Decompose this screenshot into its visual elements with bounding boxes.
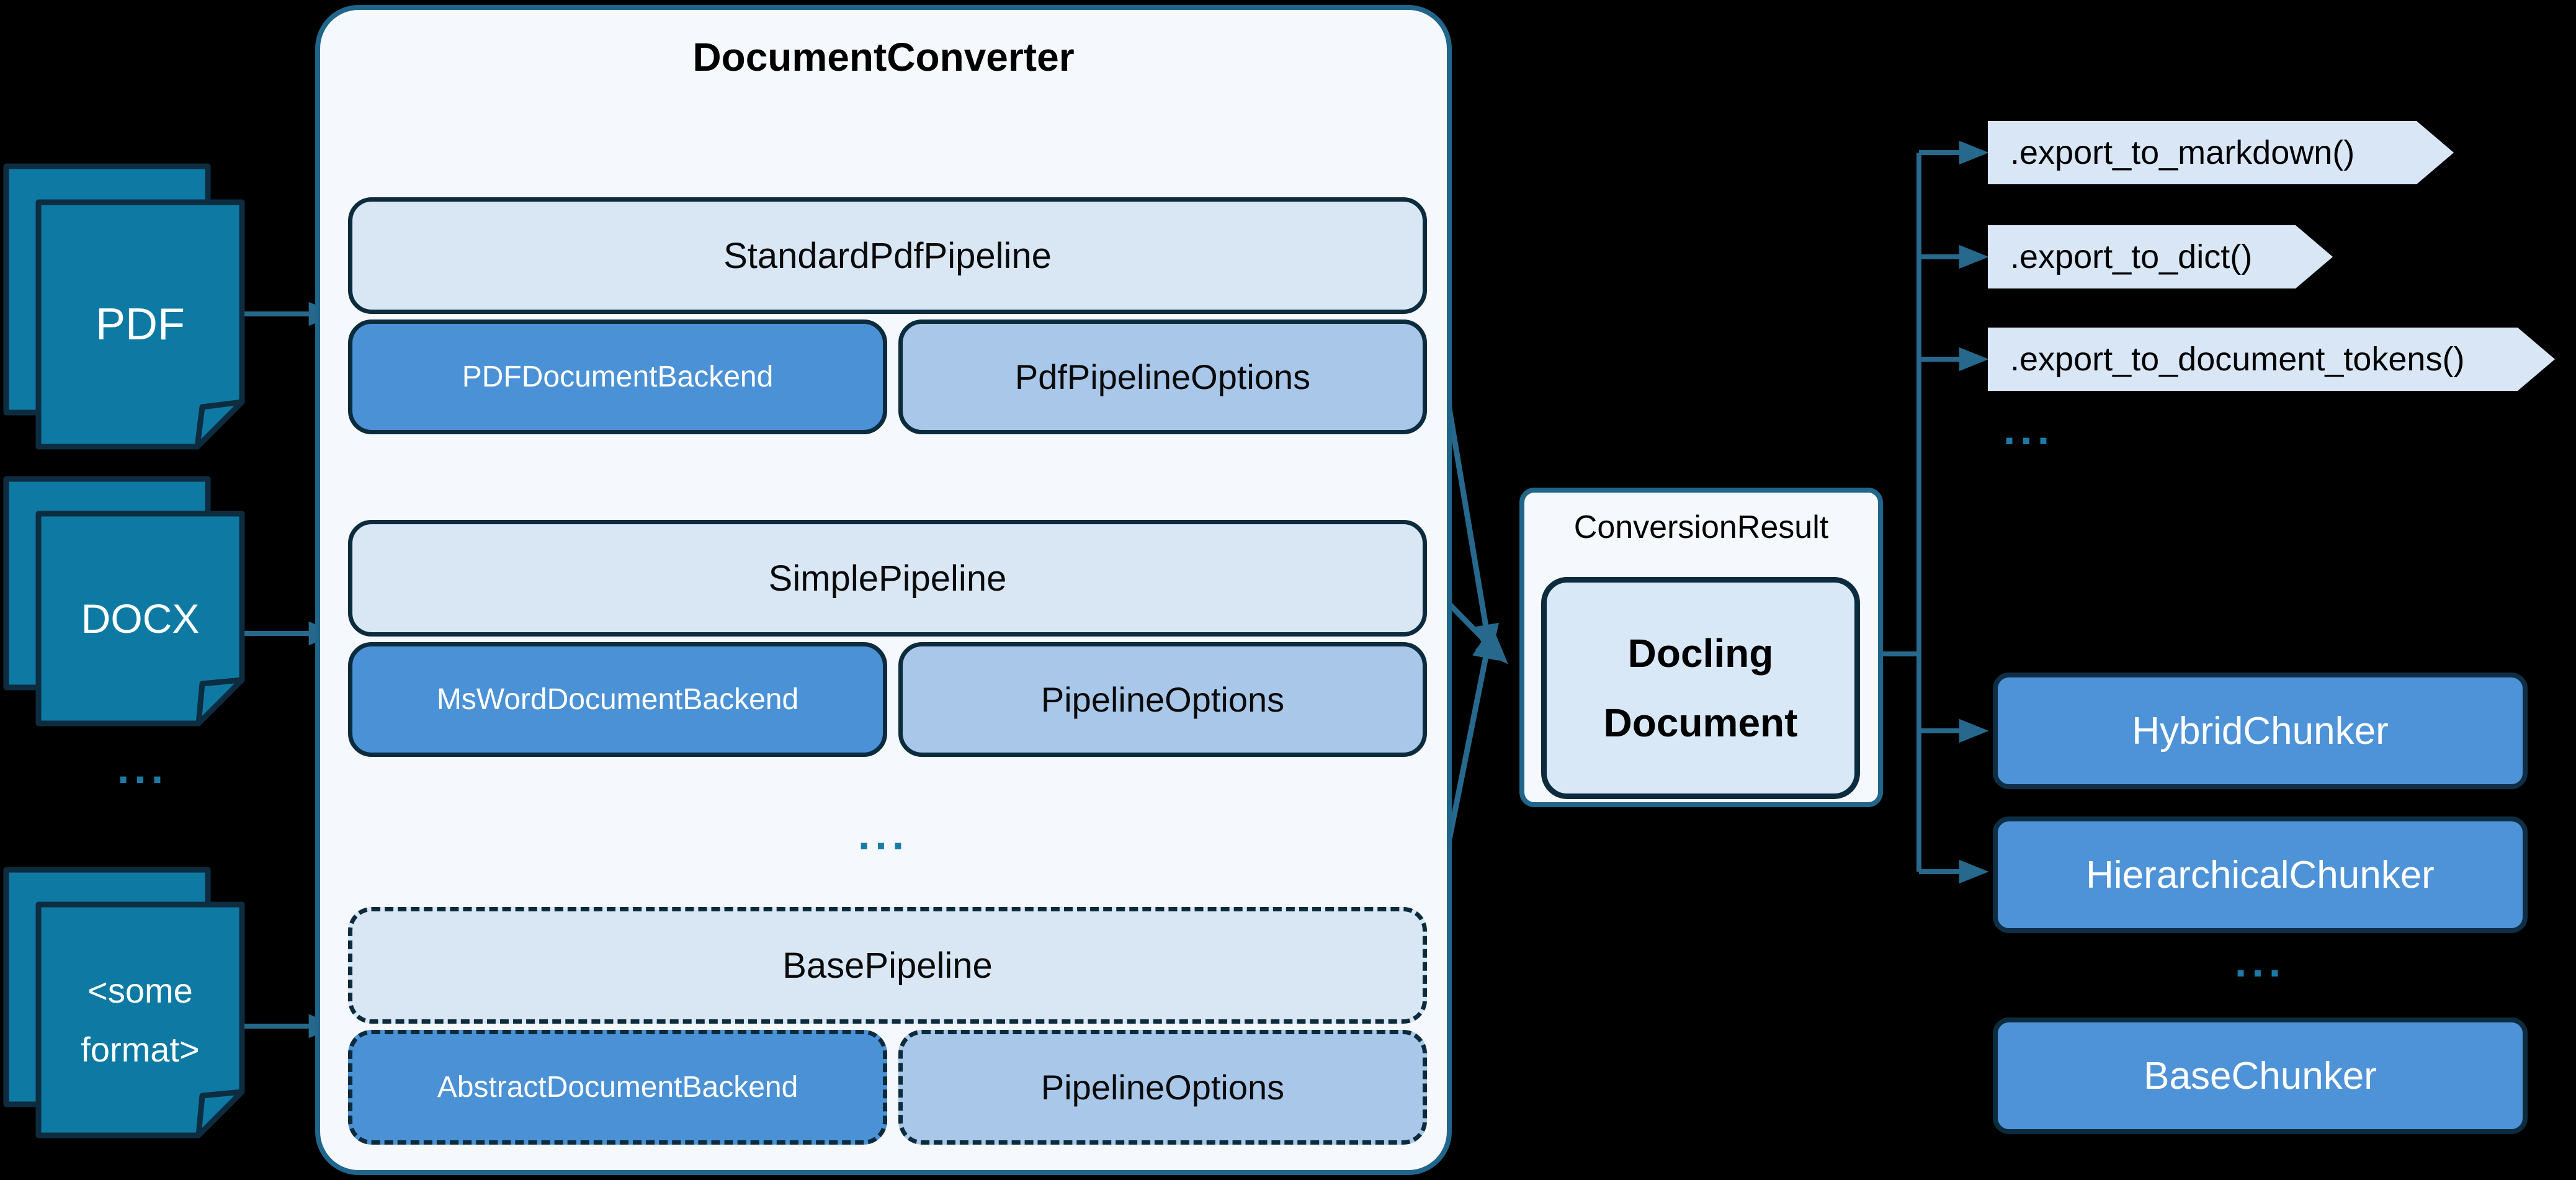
base-pipeline-box: BasePipeline xyxy=(348,907,1427,1024)
docx-icon-label-wrap: DOCX xyxy=(38,514,242,723)
export-tokens-flag: .export_to_document_tokens() xyxy=(2010,328,2464,391)
some-format-icon-label-wrap: <some format> xyxy=(38,905,242,1135)
docling-document-box: Docling Document xyxy=(1541,577,1860,799)
docling-document-label-line2: Document xyxy=(1603,700,1798,745)
export-dict-label: .export_to_dict() xyxy=(2010,238,2253,275)
msword-document-backend-box: MsWordDocumentBackend xyxy=(348,642,887,757)
base-pipeline-options-label: PipelineOptions xyxy=(1040,1068,1285,1107)
abstract-document-backend-box: AbstractDocumentBackend xyxy=(348,1030,887,1145)
export-markdown-label: .export_to_markdown() xyxy=(2010,134,2355,171)
pdf-label: PDF xyxy=(96,300,185,349)
simple-pipeline-box: SimplePipeline xyxy=(348,520,1427,637)
conversion-result-label: ConversionResult xyxy=(1573,509,1829,545)
pdf-pipeline-options-box: PdfPipelineOptions xyxy=(898,320,1427,434)
hierarchical-chunker-box: HierarchicalChunker xyxy=(1993,816,2528,933)
base-chunker-label: BaseChunker xyxy=(2144,1054,2377,1097)
docx-label: DOCX xyxy=(81,596,200,641)
hierarchical-chunker-label: HierarchicalChunker xyxy=(2086,853,2435,896)
pipeline-options-label: PipelineOptions xyxy=(1040,680,1285,719)
export-markdown-flag: .export_to_markdown() xyxy=(2010,121,2355,184)
pdf-pipeline-options-label: PdfPipelineOptions xyxy=(1014,357,1311,396)
pdf-document-backend-box: PDFDocumentBackend xyxy=(348,320,887,434)
simple-pipeline-label: SimplePipeline xyxy=(768,558,1007,599)
document-converter-title: DocumentConverter xyxy=(692,35,1075,79)
some-format-label-line1: <some xyxy=(87,970,193,1010)
pdf-document-backend-label: PDFDocumentBackend xyxy=(462,360,774,393)
some-format-label-line2: format> xyxy=(81,1030,200,1069)
msword-document-backend-label: MsWordDocumentBackend xyxy=(436,683,799,716)
docling-document-label-line1: Docling xyxy=(1627,631,1774,676)
pipeline-options-box: PipelineOptions xyxy=(898,642,1427,757)
base-chunker-box: BaseChunker xyxy=(1993,1017,2528,1134)
base-pipeline-options-box: PipelineOptions xyxy=(898,1030,1427,1145)
export-tokens-label: .export_to_document_tokens() xyxy=(2010,341,2465,378)
standard-pdf-pipeline-box: StandardPdfPipeline xyxy=(348,197,1427,314)
hybrid-chunker-box: HybridChunker xyxy=(1993,673,2528,789)
pdf-icon-label-wrap: PDF xyxy=(38,202,242,447)
export-dict-flag: .export_to_dict() xyxy=(2010,225,2252,288)
base-pipeline-label: BasePipeline xyxy=(782,945,993,986)
abstract-document-backend-label: AbstractDocumentBackend xyxy=(437,1071,798,1104)
hybrid-chunker-label: HybridChunker xyxy=(2132,709,2389,753)
standard-pdf-pipeline-label: StandardPdfPipeline xyxy=(723,235,1052,276)
